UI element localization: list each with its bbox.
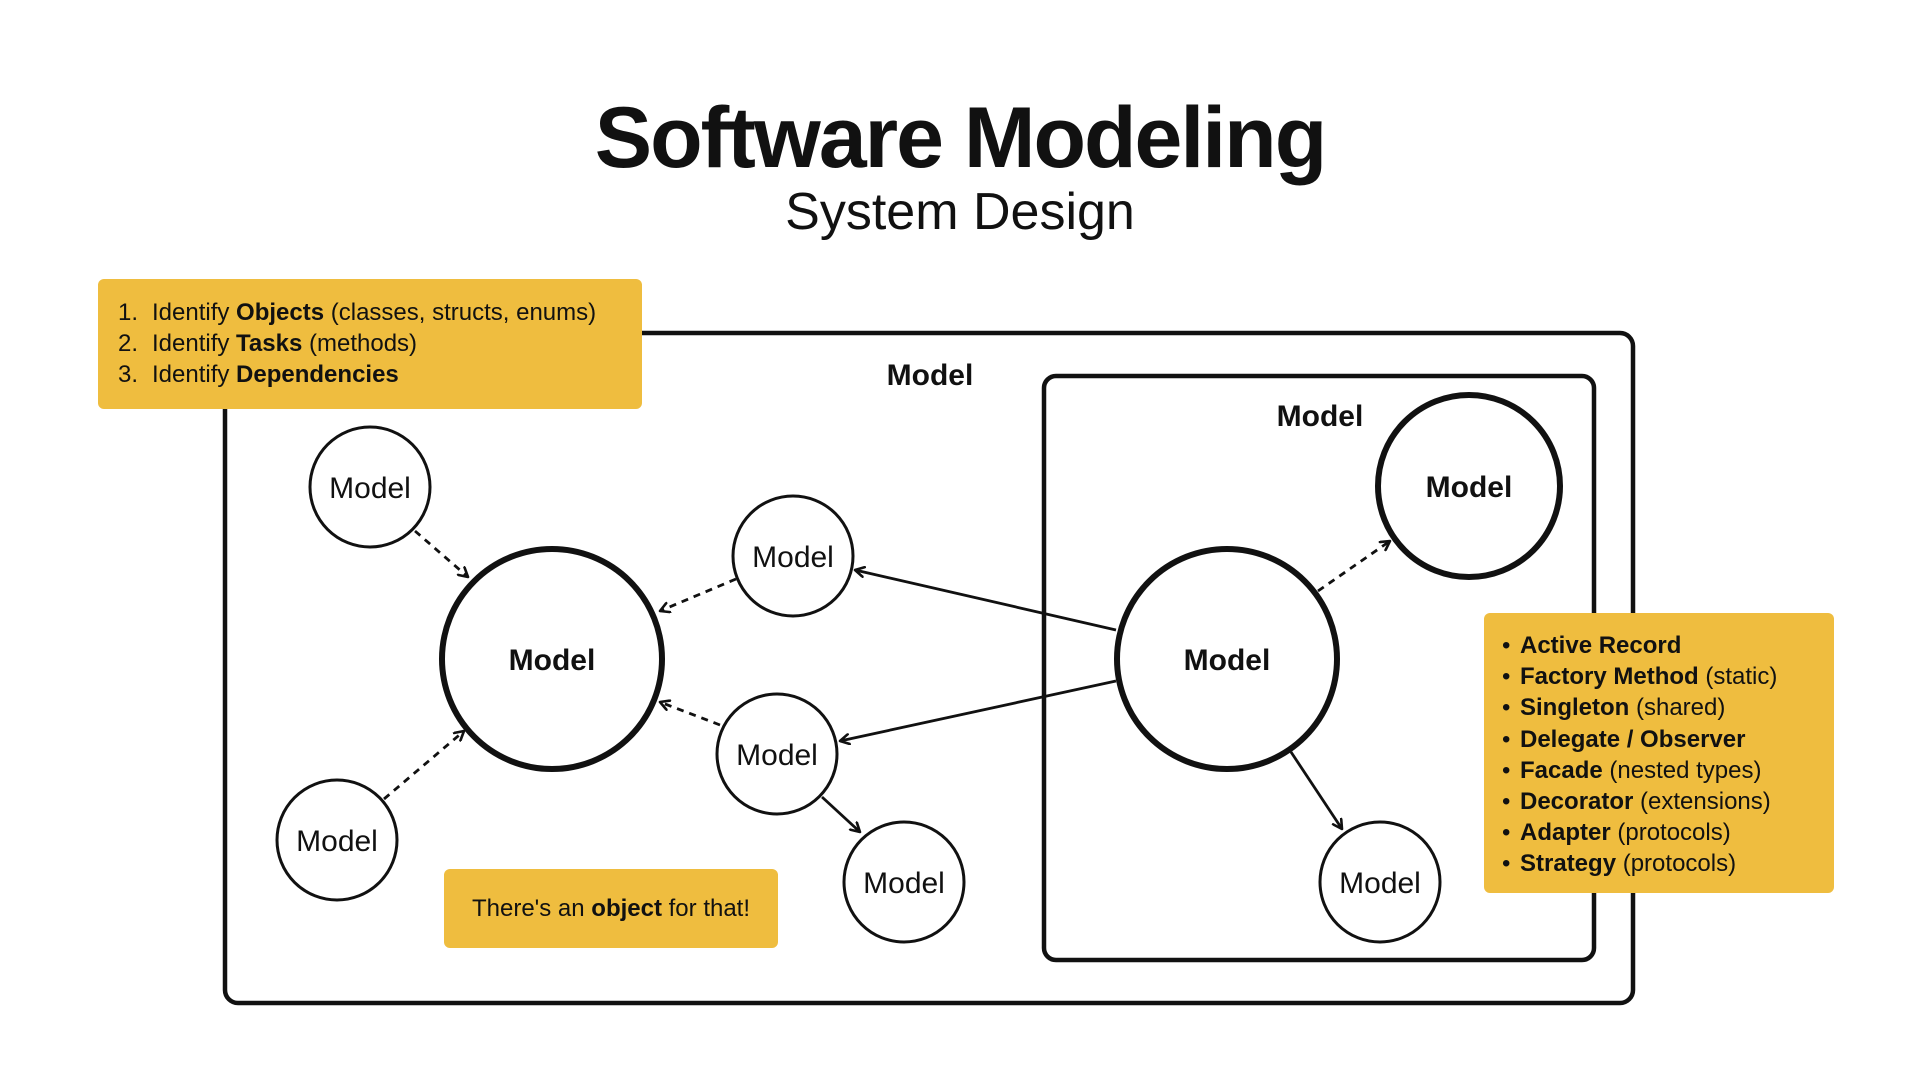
- object-note-keyword: object: [591, 894, 662, 922]
- model-node-label: Model: [736, 739, 818, 772]
- pattern-item: • Facade (nested types): [1502, 755, 1816, 786]
- steps-item: 3. Identify Dependencies: [118, 359, 622, 390]
- steps-item-number: 1.: [118, 299, 139, 326]
- pattern-detail: (protocols): [1616, 850, 1737, 878]
- model-node-central-right: Model: [1114, 546, 1340, 772]
- model-node-label: Model: [1339, 867, 1421, 900]
- model-node-label: Model: [296, 825, 378, 858]
- bullet-icon: •: [1502, 756, 1511, 784]
- bullet-icon: •: [1502, 632, 1511, 659]
- solid-arrow-centralright-to-midupper: [855, 570, 1117, 632]
- pattern-item: • Decorator (extensions): [1502, 786, 1816, 817]
- patterns-note: • Active Record • Factory Method (static…: [1484, 613, 1834, 893]
- solid-arrow-midlower-to-bottommid: [821, 795, 860, 832]
- model-node-top-right: Model: [1375, 392, 1563, 580]
- model-node-label: Model: [329, 472, 411, 505]
- pattern-name: Active Record: [1520, 632, 1682, 659]
- model-node-mid-upper: Model: [731, 494, 855, 618]
- solid-arrow-centralright-to-bottomright: [1289, 751, 1342, 829]
- pattern-detail: (nested types): [1602, 756, 1762, 784]
- bullet-icon: •: [1502, 819, 1511, 847]
- pattern-item: • Adapter (protocols): [1502, 817, 1816, 848]
- pattern-item: • Factory Method (static): [1502, 661, 1816, 692]
- model-node-central-left: Model: [439, 546, 665, 772]
- steps-item-keyword: Dependencies: [236, 361, 399, 388]
- steps-note: 1. Identify Objects (classes, structs, e…: [98, 279, 642, 409]
- object-note-prefix: There's an: [471, 894, 592, 922]
- model-node-bottom-left: Model: [275, 778, 399, 902]
- pattern-item: • Singleton (shared): [1502, 692, 1816, 723]
- dashed-arrow-midlower-to-center: [660, 702, 721, 727]
- model-node-bottom-mid: Model: [842, 820, 966, 944]
- pattern-name: Strategy: [1520, 850, 1617, 878]
- bullet-icon: •: [1502, 725, 1511, 753]
- page-subtitle: System Design: [785, 183, 1135, 241]
- dashed-arrow-midupper-to-center: [660, 577, 737, 611]
- model-node-label: Model: [752, 541, 834, 574]
- steps-item-keyword: Objects: [236, 299, 325, 326]
- solid-arrow-centralright-to-midlower: [840, 679, 1117, 741]
- bullet-icon: •: [1502, 788, 1511, 816]
- model-node-bottom-right: Model: [1318, 820, 1442, 944]
- steps-item: 1. Identify Objects (classes, structs, e…: [118, 297, 622, 328]
- model-node-label: Model: [509, 644, 596, 677]
- dashed-arrow-bottomleft-to-center: [383, 731, 464, 801]
- object-note-suffix: for that!: [661, 894, 751, 922]
- model-node-top-left: Model: [308, 425, 432, 549]
- pattern-detail: (protocols): [1610, 819, 1731, 847]
- steps-item-suffix: (classes, structs, enums): [324, 299, 597, 326]
- dashed-arrow-centralright-to-topright: [1317, 541, 1390, 593]
- inner-model-box-label: Model: [1277, 400, 1364, 433]
- pattern-item: • Delegate / Observer: [1502, 724, 1816, 755]
- steps-item-prefix: Identify: [152, 330, 237, 357]
- pattern-name: Adapter: [1520, 819, 1611, 847]
- pattern-item: • Strategy (protocols): [1502, 848, 1816, 879]
- bullet-icon: •: [1502, 694, 1511, 722]
- model-node-label: Model: [1184, 644, 1271, 677]
- page-title: Software Modeling: [594, 90, 1327, 186]
- bullet-icon: •: [1502, 663, 1511, 691]
- steps-item-number: 2.: [118, 330, 139, 357]
- steps-item-prefix: Identify: [152, 361, 237, 388]
- pattern-name: Facade: [1520, 756, 1603, 784]
- pattern-detail: (extensions): [1633, 788, 1771, 816]
- steps-item-number: 3.: [118, 361, 139, 388]
- pattern-name: Factory Method: [1520, 663, 1699, 691]
- pattern-name: Singleton: [1520, 694, 1630, 722]
- object-note: There's an object for that!: [444, 869, 778, 948]
- dashed-arrow-topleft-to-center: [414, 529, 468, 577]
- steps-item-prefix: Identify: [152, 299, 237, 326]
- steps-item-keyword: Tasks: [236, 330, 303, 357]
- model-node-label: Model: [1426, 471, 1513, 504]
- pattern-detail: (static): [1698, 663, 1778, 691]
- pattern-item: • Active Record: [1502, 630, 1816, 661]
- pattern-name: Delegate / Observer: [1520, 725, 1746, 753]
- pattern-detail: (shared): [1629, 694, 1726, 722]
- model-node-label: Model: [863, 867, 945, 900]
- steps-item-suffix: (methods): [302, 330, 418, 357]
- bullet-icon: •: [1502, 850, 1511, 878]
- pattern-name: Decorator: [1520, 788, 1634, 816]
- steps-item: 2. Identify Tasks (methods): [118, 328, 622, 359]
- model-node-mid-lower: Model: [715, 692, 839, 816]
- outer-model-box-label: Model: [887, 359, 974, 392]
